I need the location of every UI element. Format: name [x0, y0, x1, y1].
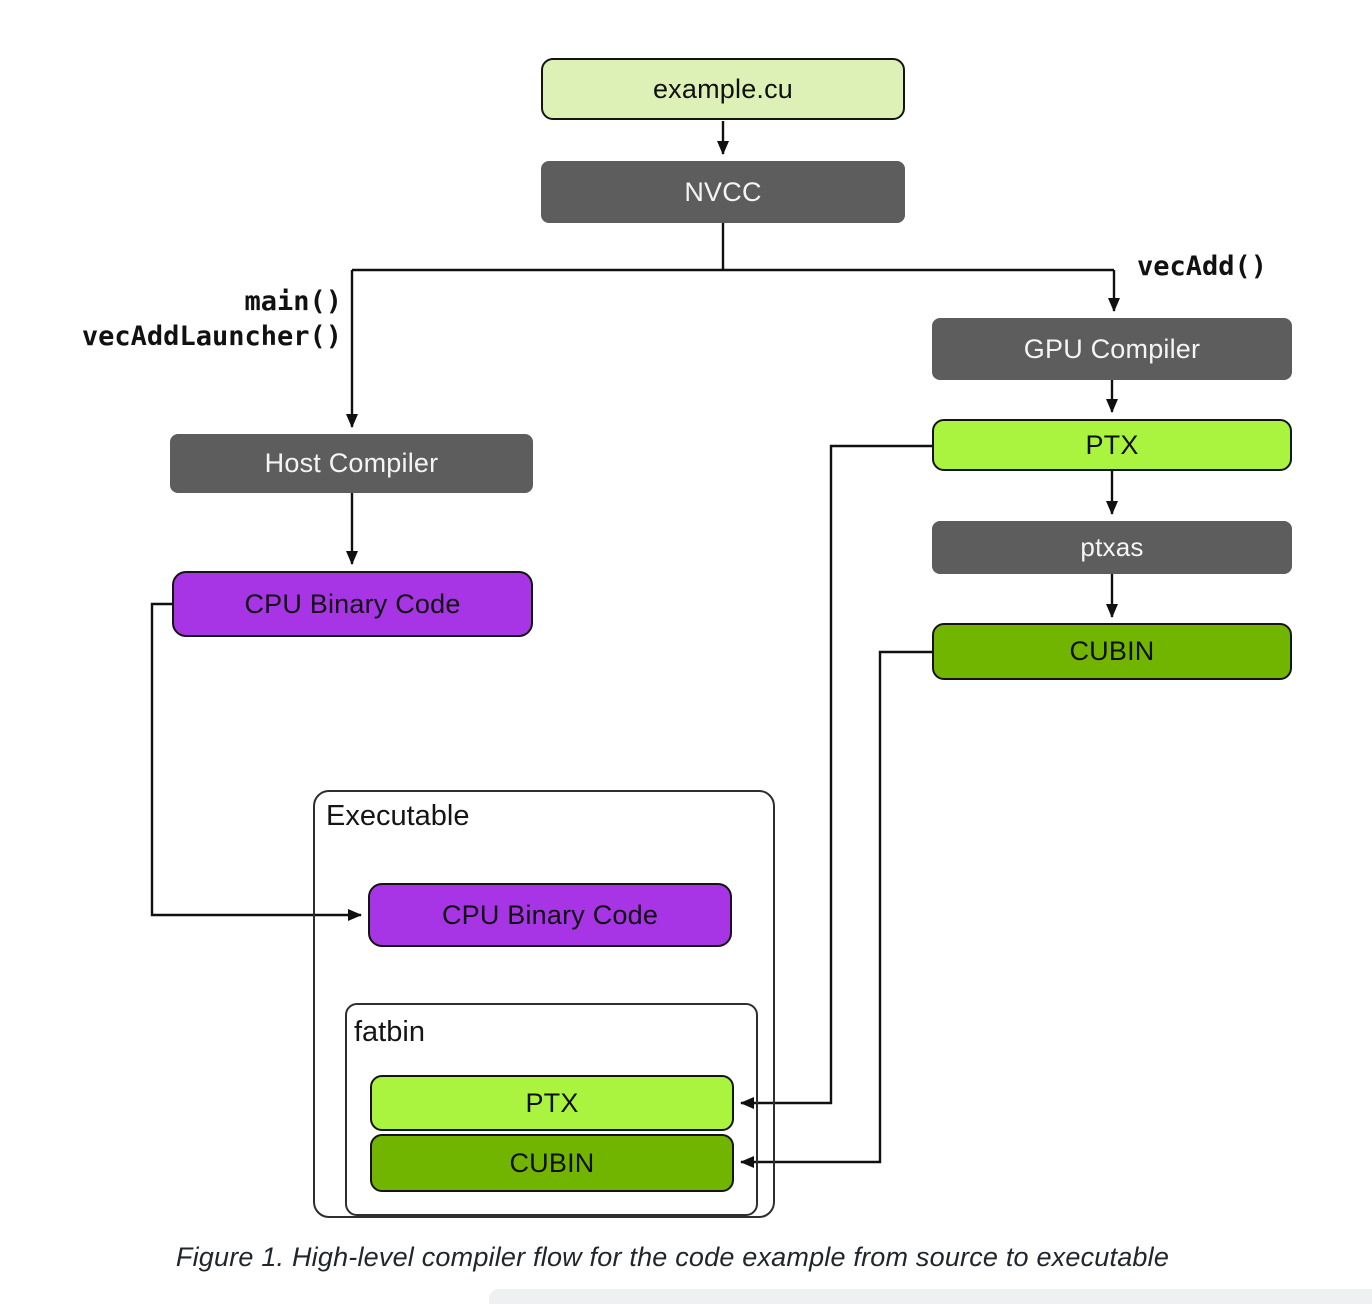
node-ptxas: ptxas — [932, 521, 1292, 574]
node-ptx-embedded: PTX — [370, 1075, 734, 1131]
group-executable-label: Executable — [326, 800, 470, 832]
node-host-compiler: Host Compiler — [170, 434, 533, 493]
group-executable — [313, 790, 775, 1218]
edge-label-host-functions: main() vecAddLauncher() — [40, 284, 342, 354]
node-example-cu: example.cu — [541, 58, 905, 120]
node-nvcc: NVCC — [541, 161, 905, 223]
node-cubin-embedded: CUBIN — [370, 1134, 734, 1192]
bottom-edge-strip — [489, 1289, 1372, 1304]
group-fatbin — [345, 1003, 758, 1216]
edge-label-main: main() — [244, 286, 342, 317]
group-fatbin-label: fatbin — [354, 1016, 425, 1048]
node-ptx: PTX — [932, 419, 1292, 471]
node-cpu-binary-code-embedded: CPU Binary Code — [368, 883, 732, 947]
node-gpu-compiler: GPU Compiler — [932, 318, 1292, 380]
edge-label-vecadd: vecAdd() — [1137, 251, 1268, 282]
node-cubin: CUBIN — [932, 623, 1292, 680]
node-cpu-binary-code: CPU Binary Code — [172, 571, 533, 637]
edge-label-vecaddlauncher: vecAddLauncher() — [81, 321, 342, 352]
figure-caption: Figure 1. High-level compiler flow for t… — [175, 1242, 1170, 1272]
